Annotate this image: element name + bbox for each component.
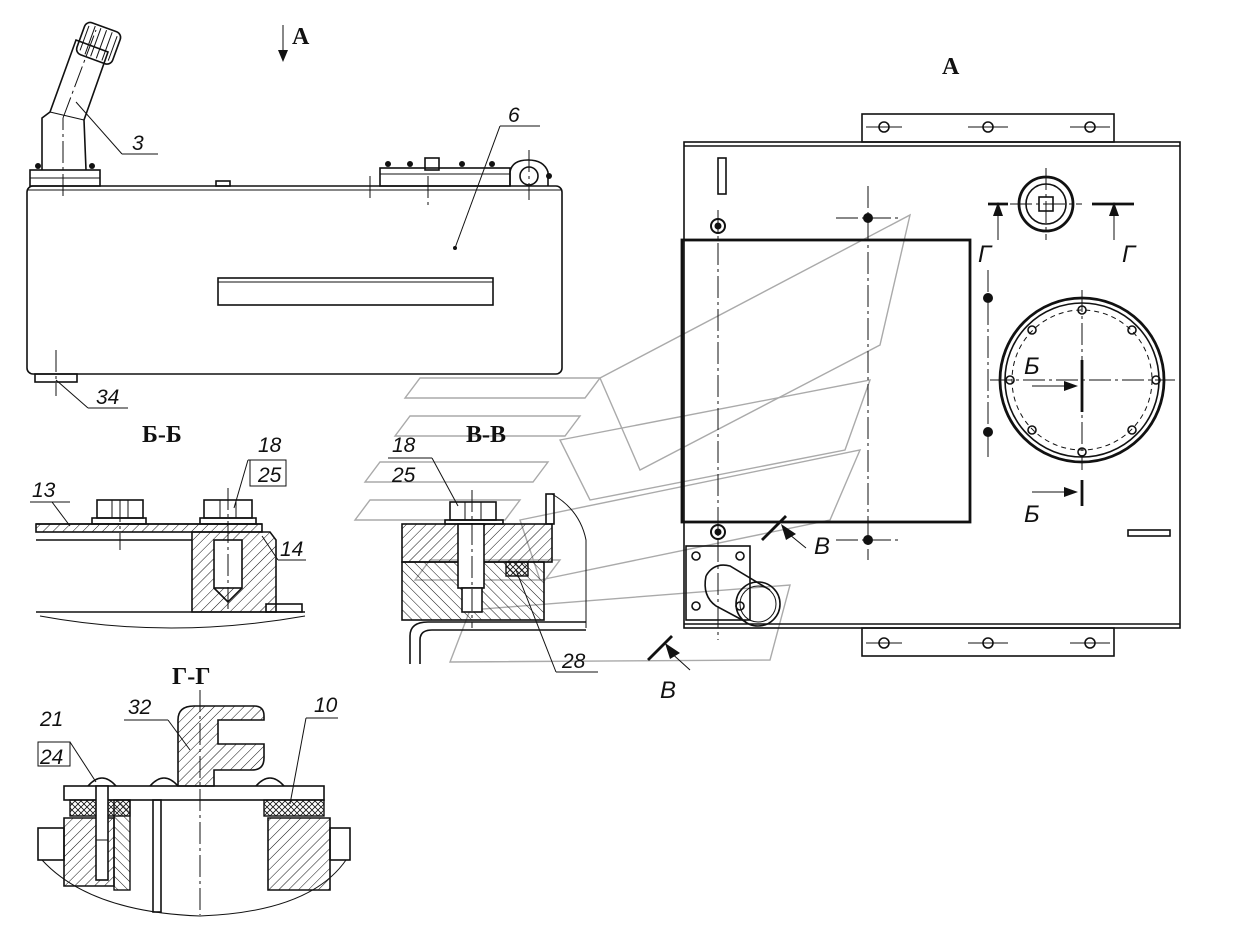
svg-text:18: 18 <box>392 434 416 457</box>
cut-mark-v-top: В <box>814 533 830 560</box>
tank-side-view: А <box>26 21 563 396</box>
svg-text:6: 6 <box>508 104 520 127</box>
svg-text:24: 24 <box>39 746 63 769</box>
cut-mark-g-right: Г <box>1122 241 1137 268</box>
svg-text:21: 21 <box>39 708 63 731</box>
mount-holes-top <box>866 121 1110 133</box>
mount-holes-bottom <box>866 637 1110 649</box>
callout-32: 32 <box>124 696 191 751</box>
section-bb-title: Б-Б <box>142 422 182 448</box>
view-a-title: А <box>942 54 960 80</box>
svg-text:13: 13 <box>32 479 56 502</box>
cut-mark-b-top: Б <box>1024 353 1040 380</box>
callout-34: 34 <box>55 379 128 409</box>
svg-text:25: 25 <box>391 464 416 487</box>
cut-mark-v-bottom: В <box>660 677 676 704</box>
view-a <box>647 113 1181 671</box>
svg-text:14: 14 <box>280 538 303 561</box>
svg-text:18: 18 <box>258 434 282 457</box>
view-arrow-label: А <box>292 24 310 50</box>
callout-18-25-bb: 18 25 <box>233 434 287 509</box>
flange-bolt-holes <box>1005 305 1161 457</box>
callout-13: 13 <box>30 479 71 527</box>
callout-28: 28 <box>515 569 598 673</box>
callout-10: 10 <box>289 694 338 805</box>
section-vv-title: В-В <box>466 422 506 448</box>
watermark-logo <box>353 213 912 663</box>
svg-text:32: 32 <box>128 696 152 719</box>
section-vv <box>401 490 587 664</box>
section-gg <box>37 690 351 917</box>
cut-mark-g-left: Г <box>978 241 993 268</box>
callout-6: 6 <box>453 104 540 250</box>
section-bb <box>35 488 306 629</box>
svg-text:3: 3 <box>132 132 144 155</box>
callout-3: 3 <box>75 101 158 155</box>
svg-text:25: 25 <box>257 464 282 487</box>
callout-14: 14 <box>261 535 306 561</box>
section-gg-title: Г-Г <box>172 664 211 690</box>
cut-mark-b-bottom: Б <box>1024 501 1040 528</box>
callout-18-25-vv: 18 25 <box>388 434 459 507</box>
svg-text:28: 28 <box>561 650 586 673</box>
svg-text:34: 34 <box>96 386 119 409</box>
svg-text:10: 10 <box>314 694 338 717</box>
callout-21-24: 21 24 <box>37 708 97 783</box>
